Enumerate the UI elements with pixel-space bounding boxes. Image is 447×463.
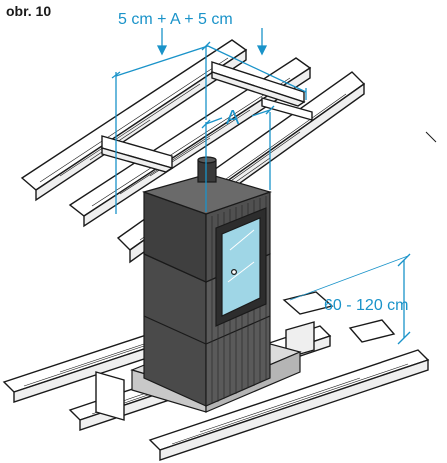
cross-beam-back	[211, 61, 306, 107]
rafter-left	[20, 39, 248, 202]
floor-joist-front	[148, 349, 430, 461]
door-handle-icon	[231, 269, 238, 276]
dimension-lines	[111, 28, 411, 345]
cross-beam-front	[101, 135, 174, 173]
decorative-tick	[425, 131, 437, 143]
stove-door	[215, 207, 267, 327]
dimension-opening-label: A	[226, 107, 240, 129]
figure-label: obr. 10	[6, 3, 51, 19]
flue-pipe	[197, 156, 217, 183]
floor-cross-right-front	[348, 319, 396, 343]
dimension-top-label: 5 cm + A + 5 cm	[118, 11, 233, 28]
dimension-height-label: 60 - 120 cm	[324, 297, 408, 314]
floor-cross-left	[95, 371, 125, 421]
cross-beam-right	[261, 97, 313, 121]
rafter-center-left	[68, 57, 312, 228]
stove-glass	[221, 217, 261, 317]
